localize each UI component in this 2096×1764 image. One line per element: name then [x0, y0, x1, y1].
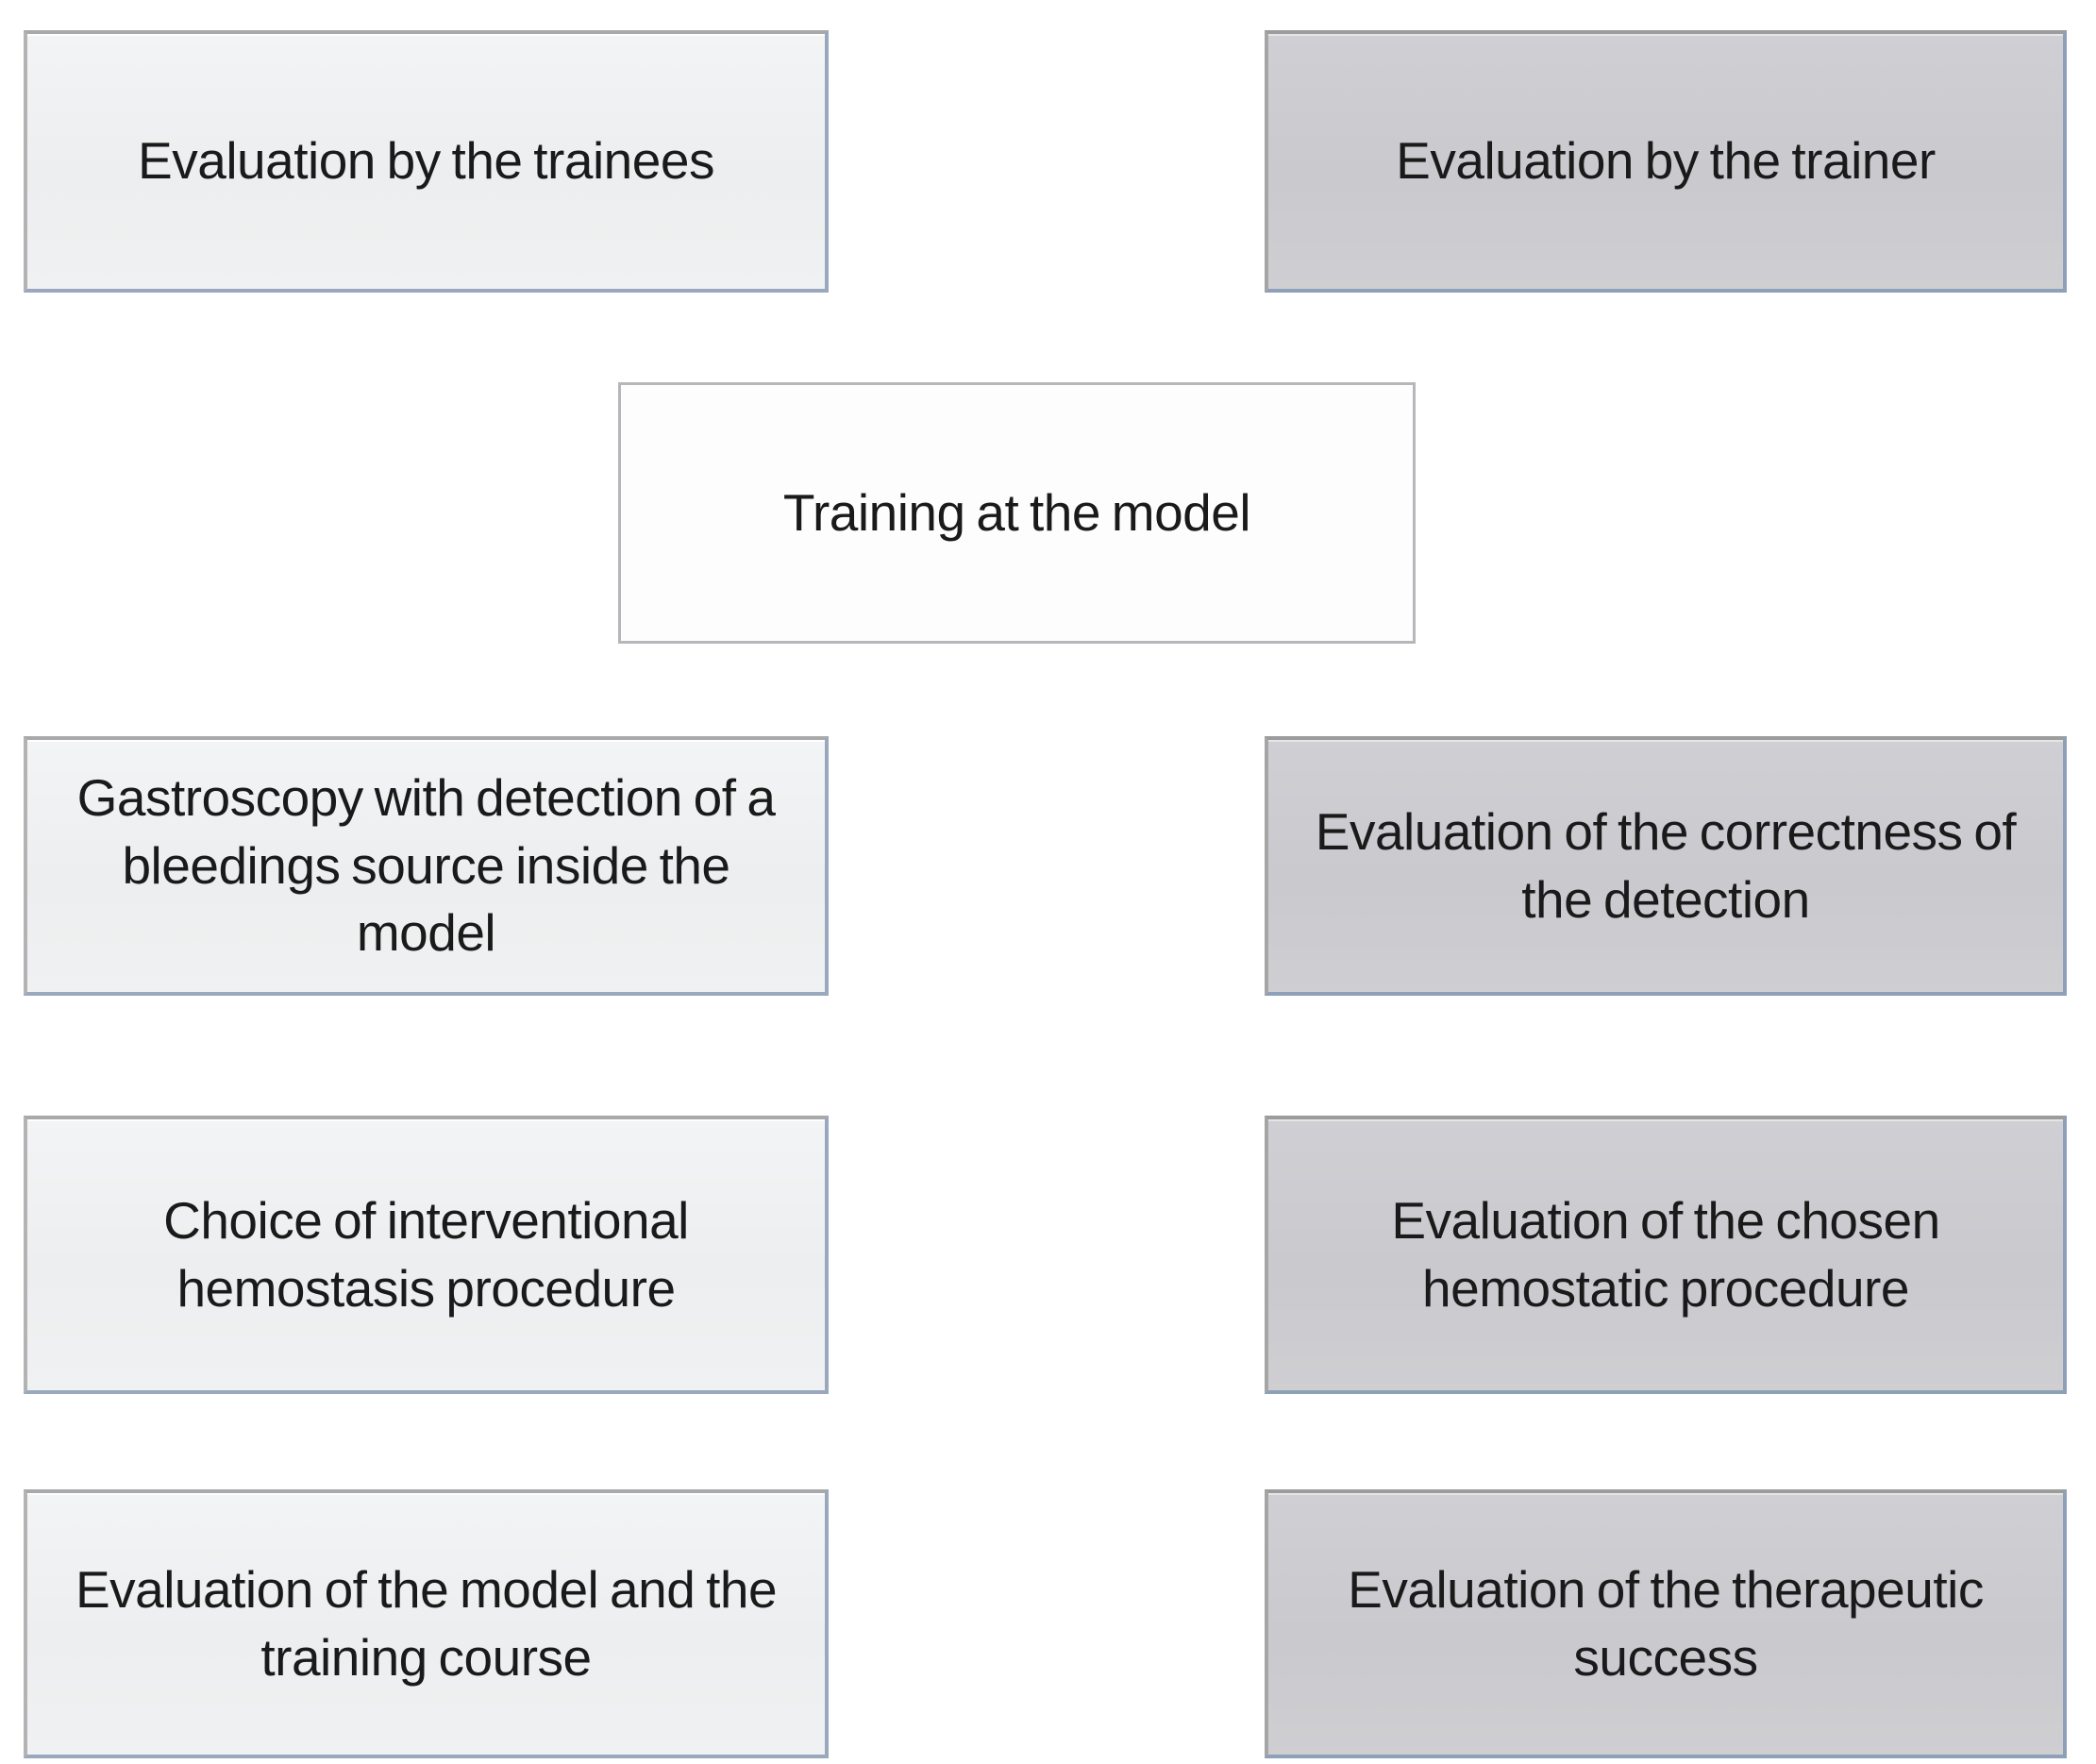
node-label: Evaluation of the therapeutic success [1348, 1560, 1984, 1687]
node-gastroscopy-with-detection[interactable]: Gastroscopy with detection of a bleeding… [24, 736, 829, 996]
node-label: Evaluation by the trainer [1396, 131, 1936, 191]
node-evaluation-of-model-and-training-course[interactable]: Evaluation of the model and the training… [24, 1489, 829, 1758]
node-label: Evaluation of the model and the training… [75, 1560, 778, 1687]
node-evaluation-by-the-trainer[interactable]: Evaluation by the trainer [1265, 30, 2067, 293]
node-label: Evaluation of the chosen hemostatic proc… [1391, 1191, 1940, 1318]
node-evaluation-by-the-trainees[interactable]: Evaluation by the trainees [24, 30, 829, 293]
node-evaluation-of-chosen-hemostatic-procedure[interactable]: Evaluation of the chosen hemostatic proc… [1265, 1116, 2067, 1394]
node-label: Evaluation by the trainees [138, 131, 714, 191]
node-training-at-the-model[interactable]: Training at the model [618, 382, 1416, 644]
node-label: Evaluation of the correctness of the det… [1315, 802, 2017, 929]
node-label: Choice of interventional hemostasis proc… [163, 1191, 689, 1318]
node-label: Training at the model [782, 482, 1251, 542]
node-evaluation-of-correctness-of-detection[interactable]: Evaluation of the correctness of the det… [1265, 736, 2067, 996]
node-label: Gastroscopy with detection of a bleeding… [76, 768, 776, 963]
node-evaluation-of-therapeutic-success[interactable]: Evaluation of the therapeutic success [1265, 1489, 2067, 1758]
node-choice-of-interventional-hemostasis-procedure[interactable]: Choice of interventional hemostasis proc… [24, 1116, 829, 1394]
